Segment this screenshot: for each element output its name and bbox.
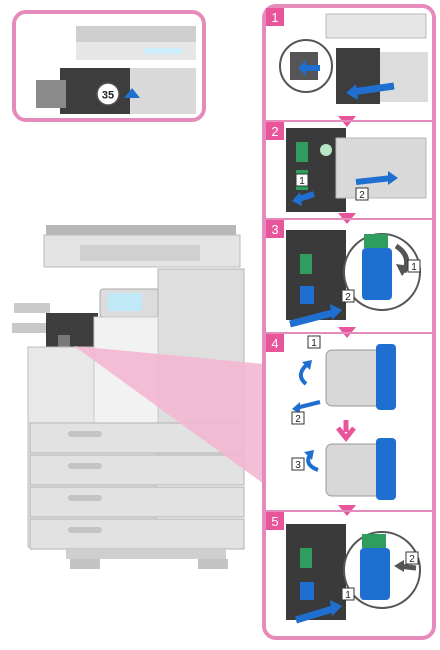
arrow-icon [304, 450, 314, 460]
step-4-callout-3: 3 [295, 460, 301, 471]
step-5-number: 5 [271, 514, 278, 529]
blue-tab-icon [124, 88, 140, 98]
arrow-icon [330, 304, 342, 320]
arrow-icon [394, 560, 404, 572]
step-4-callout-1: 1 [311, 338, 317, 349]
step-3-callout-1: 1 [411, 262, 417, 273]
detail-inset-frame: 35 [12, 10, 206, 122]
detail-machine-illustration: 35 [36, 26, 196, 114]
step-1-number: 1 [271, 10, 278, 25]
step-3-number: 3 [271, 222, 278, 237]
step-1-number-badge: 1 [266, 8, 284, 26]
step-2-number-badge: 2 [266, 122, 284, 140]
arrow-icon [298, 60, 306, 76]
down-arrow-icon [336, 420, 356, 443]
step-3-panel: 1 2 [266, 218, 432, 332]
step-5-panel: 2 1 [266, 510, 432, 638]
step-5-callout-1: 1 [345, 590, 351, 601]
step-4-panel: 1 2 3 [266, 332, 432, 504]
arrow-icon [330, 600, 342, 616]
arrow-icon [388, 171, 398, 185]
arrow-icon [292, 192, 302, 206]
step-1-panel [266, 8, 432, 118]
step-4-number-badge: 4 [266, 334, 284, 352]
step-5-number-badge: 5 [266, 512, 284, 530]
step-2-panel: 1 2 [266, 120, 432, 218]
step-4-callout-2: 2 [295, 414, 301, 425]
arrow-icon [346, 84, 358, 100]
step-3-callout-2: 2 [345, 292, 351, 303]
arrow-icon [302, 360, 312, 370]
page-badge [96, 82, 120, 106]
arrow-icon [292, 402, 300, 414]
step-2-callout-1: 1 [299, 176, 305, 187]
step-2-callout-2: 2 [359, 190, 365, 201]
page-badge-number: 35 [102, 90, 114, 102]
step-4-number: 4 [271, 336, 278, 351]
step-3-number-badge: 3 [266, 220, 284, 238]
step-2-number: 2 [271, 124, 278, 139]
step-5-callout-2: 2 [409, 554, 415, 565]
arrow-icon [396, 264, 410, 276]
